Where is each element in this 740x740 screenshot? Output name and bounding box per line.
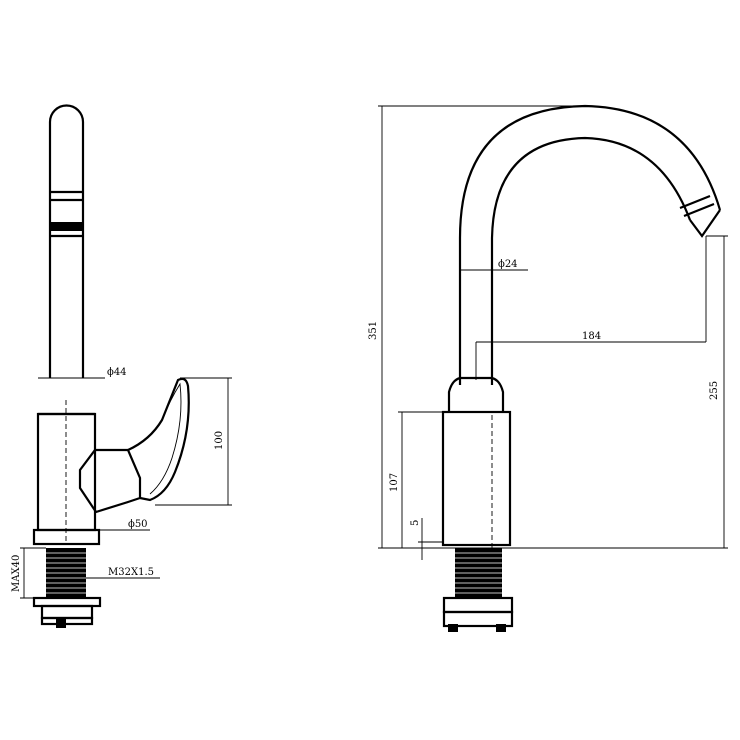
front-dim-351-label: 351: [368, 321, 379, 340]
front-mount-bolt-left: [448, 624, 458, 632]
front-aerator-band-2: [683, 202, 715, 218]
front-spout-outlet: [689, 209, 721, 238]
front-body: [441, 410, 512, 547]
front-aerator-band-1: [679, 194, 711, 210]
side-thread-lines: [46, 552, 86, 594]
front-dim-5-label: 5: [410, 520, 421, 526]
side-dim-thread-label: M32X1.5: [108, 567, 154, 578]
side-dim-100-label: 100: [214, 431, 225, 450]
side-mount-bolt-2: [40, 616, 94, 626]
side-mount-washer: [32, 596, 102, 608]
front-mount-bolt-right: [496, 624, 506, 632]
front-dim-184-label: 184: [582, 331, 601, 342]
side-base-collar: [32, 528, 101, 546]
side-view: ϕ44 100 ϕ50 M32X1.5 MAX40: [11, 104, 232, 628]
side-dim-50-label: ϕ50: [128, 519, 148, 530]
front-dim-24-label: ϕ24: [498, 259, 518, 270]
side-lever-connector: [78, 448, 142, 514]
side-lever-inner: [149, 382, 182, 495]
front-mount-nut: [442, 610, 514, 628]
front-spout-collar: [447, 376, 505, 412]
front-view: 351 ϕ24 184 255 107 5: [368, 104, 728, 632]
side-aerator-ring: [50, 222, 83, 231]
side-body: [36, 412, 97, 532]
front-spout-inner: [490, 136, 692, 385]
front-mount-washer: [442, 596, 514, 614]
side-dim-44-label: ϕ44: [107, 367, 127, 378]
side-dim-max-label: MAX40: [11, 555, 22, 592]
side-mount-nut: [40, 604, 94, 620]
front-thread-lines: [455, 552, 502, 594]
front-dim-107-label: 107: [389, 473, 400, 492]
front-spout-outer: [458, 104, 722, 385]
front-dim-255-label: 255: [709, 381, 720, 400]
side-spout-tube: [48, 104, 85, 378]
side-lever-handle: [127, 377, 190, 502]
